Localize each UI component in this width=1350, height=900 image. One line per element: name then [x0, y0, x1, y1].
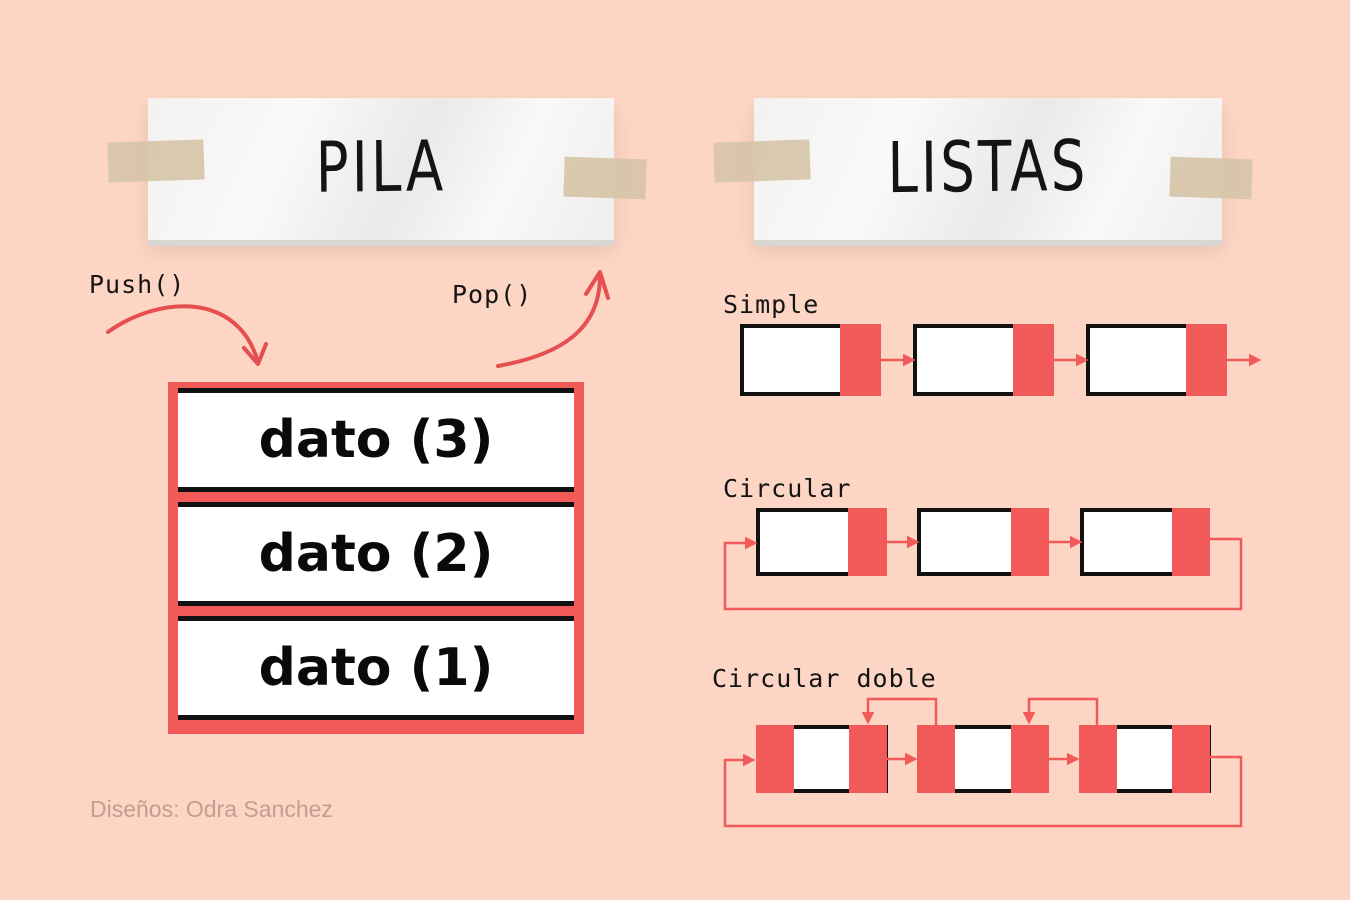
list-node [1080, 508, 1210, 576]
stack-item: dato (1) [178, 616, 574, 720]
credit-text: Diseños: Odra Sanchez [90, 796, 333, 822]
list-node [913, 324, 1054, 396]
back-link-arrow [861, 697, 938, 725]
pop-arrow [496, 270, 610, 368]
list-node [917, 725, 1049, 793]
return-arrow [723, 753, 1243, 828]
simple-list [740, 324, 1262, 396]
push-label: Push() [89, 270, 186, 299]
stack-item: dato (2) [178, 502, 574, 606]
return-arrow [723, 536, 1243, 611]
push-arrow [106, 304, 268, 366]
list-node [740, 324, 881, 396]
circular-doble-list-label: Circular doble [712, 664, 937, 693]
stack-container: dato (3) dato (2) dato (1) [168, 382, 584, 734]
list-node [756, 508, 887, 576]
list-node [756, 725, 888, 793]
circular-list-label: Circular [723, 474, 852, 503]
listas-title-card: LISTAS [754, 98, 1222, 240]
pop-label: Pop() [452, 280, 533, 309]
circular-list [723, 508, 1243, 611]
list-node [1086, 324, 1227, 396]
simple-list-label: Simple [723, 290, 820, 319]
list-node [917, 508, 1049, 576]
pila-title-card: PILA [148, 98, 614, 240]
back-link-arrow [1022, 697, 1099, 725]
circular-doble-list [723, 697, 1243, 828]
stack-item: dato (3) [178, 388, 574, 492]
list-node [1079, 725, 1211, 793]
